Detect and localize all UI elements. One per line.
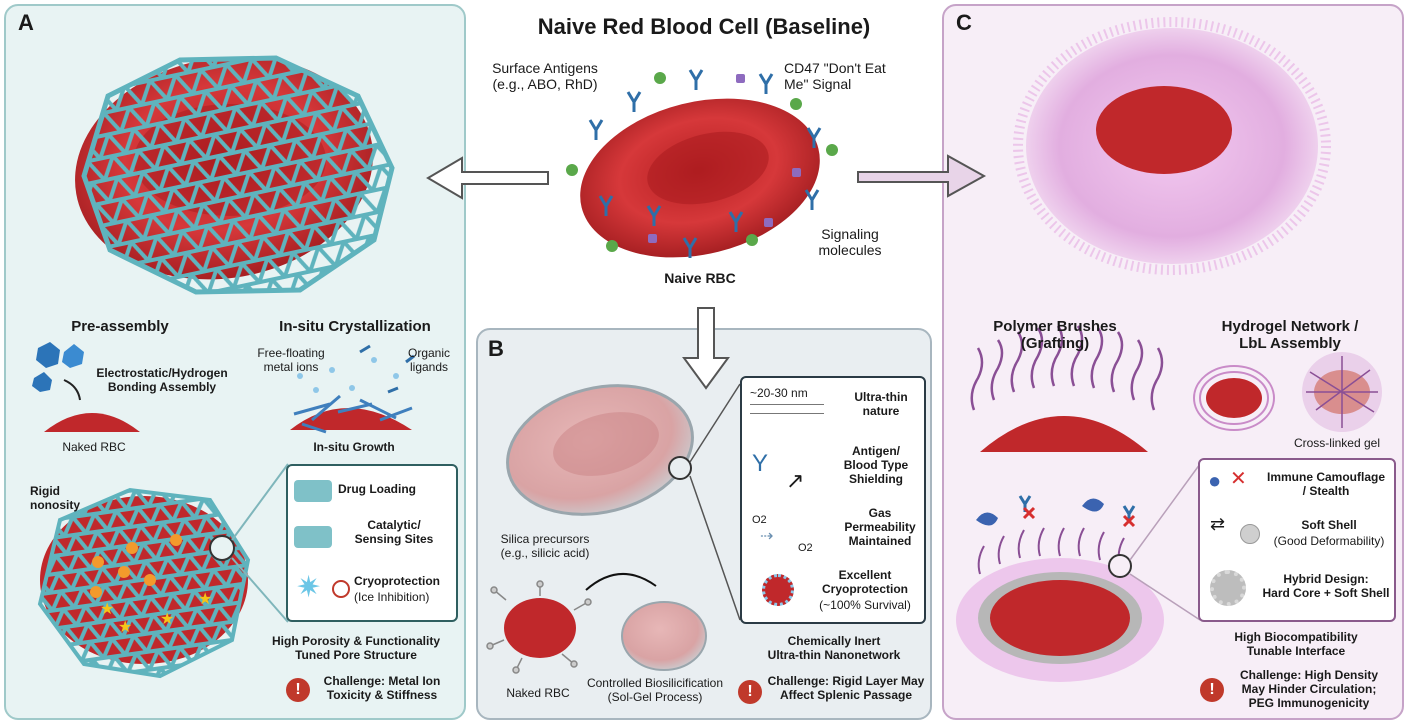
- in-situ-growth-label: In-situ Growth: [313, 440, 395, 454]
- organic-ligands-label: Organic ligands: [407, 346, 451, 374]
- rigid-label: Rigid nonosity: [30, 484, 80, 512]
- naked-rbc-label-b: Naked RBC: [506, 686, 570, 700]
- pre-assembly-illustration: [32, 342, 140, 432]
- gas-permeability-label: Gas Permeability Maintained: [844, 506, 916, 548]
- no-ice-icon: [332, 580, 350, 598]
- polymer-features-callout: ● ✕ Immune Camouflage / Stealth ⇄ Soft S…: [1198, 458, 1396, 622]
- panel-c-summary: High Biocompatibility Tunable Interface: [1234, 630, 1358, 658]
- naive-rbc-illustration: [566, 69, 838, 258]
- cross-linked-gel-illustration: [1302, 352, 1382, 432]
- panel-b-challenge: Challenge: Rigid Layer May Affect Spleni…: [767, 674, 925, 702]
- cross-linked-gel-label: Cross-linked gel: [1293, 436, 1381, 450]
- drug-loading-icon: [294, 480, 332, 502]
- scale-label: ~20-30 nm: [750, 386, 808, 400]
- alert-icon-b: !: [738, 680, 762, 704]
- soft-shell-icon: [1240, 524, 1260, 544]
- surface-antigens-label: Surface Antigens (e.g., ABO, RhD): [492, 60, 598, 92]
- o2-left-label: O2: [752, 514, 767, 526]
- silica-precursors-label: Silica precursors (e.g., silicic acid): [500, 532, 590, 560]
- soft-shell-label: Soft Shell: [1301, 518, 1357, 532]
- arrow-to-b: [682, 307, 730, 390]
- signaling-molecules-label: Signaling molecules: [818, 226, 882, 258]
- polymer-coated-rbc: [1013, 17, 1331, 275]
- deformability-label: (Good Deformability): [1273, 534, 1385, 548]
- cd47-label: CD47 "Don't Eat Me" Signal: [784, 60, 886, 92]
- blocked-antibody-icon: ✕: [1230, 468, 1247, 490]
- panel-a-summary: High Porosity & Functionality Tuned Pore…: [271, 634, 440, 662]
- alert-icon-c: !: [1200, 678, 1224, 702]
- free-floating-label: Free-floating metal ions: [257, 346, 325, 374]
- in-situ-illustration: [290, 344, 415, 434]
- pre-assembly-heading: Pre-assembly: [71, 318, 169, 335]
- hybrid-design-label: Hybrid Design: Hard Core + Soft Shell: [1262, 572, 1390, 600]
- excellent-cryo-label: Excellent Cryoprotection: [821, 568, 908, 596]
- biosilicification-illustration: [486, 573, 707, 674]
- panel-a-letter: A: [18, 10, 34, 35]
- hybrid-core-icon: [1210, 570, 1246, 606]
- mof-rbc-functional: ★★ ★★: [37, 463, 289, 679]
- antigen-shielding-label: Antigen/ Blood Type Shielding: [843, 444, 909, 486]
- catalytic-icon: [294, 526, 332, 548]
- svg-text:★: ★: [100, 601, 114, 618]
- panel-b-summary: Chemically Inert Ultra-thin Nanonetwork: [767, 634, 901, 662]
- deform-arrows-icon: ⇄: [1210, 514, 1226, 534]
- drug-loading-label: Drug Loading: [338, 482, 416, 496]
- svg-text:★: ★: [198, 591, 212, 608]
- thin-layer-icon: [750, 404, 824, 414]
- alert-icon-a: !: [286, 678, 310, 702]
- silica-coated-rbc: [506, 383, 741, 621]
- arrow-to-c: [857, 154, 987, 198]
- ice-crystal-icon: ✷: [296, 571, 322, 604]
- panel-c-challenge: Challenge: High Density May Hinder Circu…: [1239, 668, 1379, 710]
- panel-b-letter: B: [488, 336, 504, 361]
- naive-rbc-label: Naive RBC: [664, 270, 736, 286]
- polymer-brushes-heading: Polymer Brushes (Grafting): [993, 318, 1117, 352]
- hybrid-rbc-illustration: [956, 463, 1201, 682]
- in-situ-crystallization-heading: In-situ Crystallization: [279, 318, 431, 335]
- arrow-to-a: [426, 156, 549, 200]
- deflect-arrow-icon: ↗: [786, 468, 805, 493]
- survival-label: (~100% Survival): [819, 598, 911, 612]
- immune-camouflage-label: Immune Camouflage / Stealth: [1266, 470, 1386, 498]
- immune-cell-icon: ●: [1208, 468, 1222, 493]
- antibody-icon: Y: [752, 450, 769, 477]
- hydrogel-heading: Hydrogel Network / LbL Assembly: [1221, 318, 1359, 352]
- panel-a-challenge: Challenge: Metal Ion Toxicity & Stiffnes…: [323, 674, 441, 702]
- ultra-thin-label: Ultra-thin nature: [854, 390, 908, 418]
- ice-inhibition-label: (Ice Inhibition): [354, 590, 430, 604]
- page-title: Naive Red Blood Cell (Baseline): [537, 14, 871, 39]
- catalytic-label: Catalytic/ Sensing Sites: [354, 518, 434, 546]
- panel-c-letter: C: [956, 10, 972, 35]
- polymer-brushes-illustration: [970, 325, 1164, 452]
- mof-coated-rbc: [75, 55, 395, 295]
- mof-features-callout: Drug Loading Catalytic/ Sensing Sites ✷ …: [286, 464, 458, 622]
- naked-rbc-label-a: Naked RBC: [62, 440, 126, 454]
- lbl-illustration: [1193, 365, 1275, 431]
- electrostatic-label: Electrostatic/Hydrogen Bonding Assembly: [96, 366, 228, 394]
- biosilicification-label: Controlled Biosilicification (Sol-Gel Pr…: [586, 676, 724, 704]
- o2-right-label: O2: [798, 542, 813, 554]
- gas-flow-icon: ⇢: [760, 528, 774, 545]
- cryo-cell-icon: [762, 574, 794, 606]
- svg-text:★: ★: [160, 611, 174, 628]
- svg-text:★: ★: [118, 619, 132, 636]
- cryoprotection-label-a: Cryoprotection: [354, 574, 441, 588]
- silica-features-callout: ~20-30 nm Ultra-thin nature Y ↗ Antigen/…: [740, 376, 926, 624]
